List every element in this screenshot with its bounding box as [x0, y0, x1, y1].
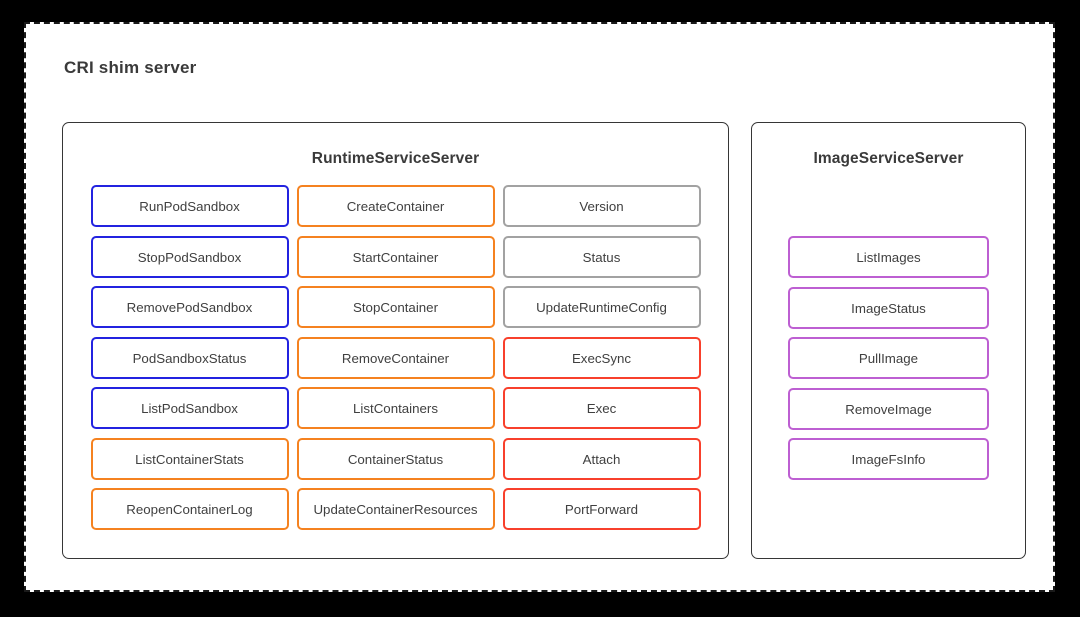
service-box[interactable]: ReopenContainerLog — [90, 488, 289, 530]
service-box[interactable]: Version — [502, 185, 701, 227]
service-box[interactable]: CreateContainer — [296, 185, 495, 227]
service-box[interactable]: RemoveImage — [788, 387, 989, 430]
service-box[interactable]: ListImages — [788, 236, 989, 278]
service-box[interactable]: ImageFsInfo — [788, 438, 989, 480]
service-box[interactable]: ExecSync — [502, 336, 701, 379]
service-box[interactable]: RunPodSandbox — [90, 185, 289, 227]
service-box[interactable]: StopPodSandbox — [90, 235, 289, 278]
service-box[interactable]: ListPodSandbox — [90, 387, 289, 429]
service-box[interactable]: RemoveContainer — [296, 336, 495, 379]
panel-title-runtime-service-server: RuntimeServiceServer — [311, 150, 480, 167]
service-box[interactable]: StartContainer — [296, 235, 495, 278]
service-box[interactable]: Attach — [502, 437, 701, 480]
service-box[interactable]: ListContainers — [296, 387, 495, 429]
panel-title-image-service-server: ImageServiceServer — [813, 150, 964, 167]
diagram-canvas: CRI shim server RuntimeServiceServer Run… — [24, 22, 1055, 592]
service-box[interactable]: ListContainerStats — [90, 437, 289, 480]
service-box[interactable]: PodSandboxStatus — [90, 336, 289, 379]
service-box[interactable]: StopContainer — [296, 286, 495, 328]
service-box[interactable]: PullImage — [788, 337, 989, 379]
page-title: CRI shim server — [64, 58, 197, 77]
service-box[interactable]: ImageStatus — [788, 286, 989, 329]
service-box[interactable]: ContainerStatus — [296, 437, 495, 480]
service-box[interactable]: Exec — [502, 387, 701, 429]
service-box[interactable]: PortForward — [502, 488, 701, 530]
service-box[interactable]: UpdateRuntimeConfig — [502, 286, 701, 328]
service-box[interactable]: RemovePodSandbox — [90, 286, 289, 328]
service-box[interactable]: UpdateContainerResources — [296, 488, 495, 530]
service-box[interactable]: Status — [502, 235, 701, 278]
